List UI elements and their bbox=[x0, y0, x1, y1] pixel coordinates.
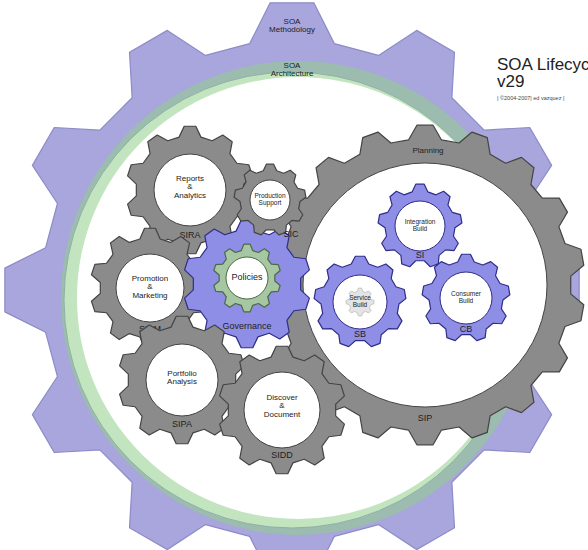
gear-body bbox=[378, 184, 462, 267]
gear-label: Service Build bbox=[344, 295, 376, 309]
gear-body bbox=[314, 256, 406, 346]
copyright-note: | ©2004-2007| ed vazquez | bbox=[497, 95, 587, 101]
gear-node: Production SupportSIC bbox=[234, 164, 306, 236]
gear-hole bbox=[116, 254, 184, 322]
gear-hole bbox=[333, 275, 387, 329]
gear-label: Planning bbox=[398, 147, 458, 155]
gear-body bbox=[5, 3, 579, 550]
gear-label: Promotion & Marketing bbox=[131, 275, 169, 300]
gear-label: Portfolio Analysis bbox=[162, 370, 202, 387]
gear-code: SIDD bbox=[262, 451, 302, 460]
gear-label: Production Support bbox=[253, 193, 287, 207]
gear-label: Integration Build bbox=[400, 219, 440, 233]
gear-hole bbox=[303, 163, 547, 407]
gear-hole bbox=[250, 180, 290, 220]
gear-node: Policies bbox=[213, 244, 281, 312]
gear-hole bbox=[440, 272, 492, 324]
gear-body bbox=[214, 244, 280, 312]
gear-code: SI bbox=[408, 251, 432, 260]
gear-node: Service BuildSB bbox=[314, 256, 406, 348]
gear-code: CB bbox=[454, 325, 478, 334]
gear-label: Discover & Document bbox=[263, 394, 301, 419]
gear-node: Consumer BuildCB bbox=[422, 254, 510, 342]
gear-code: SIC bbox=[279, 230, 303, 239]
diagram-title: SOA Lifecycle v29 bbox=[497, 56, 588, 90]
gear-code: SIP bbox=[405, 414, 445, 423]
gear-hole bbox=[244, 372, 320, 448]
gear-label: Consumer Build bbox=[446, 291, 486, 305]
gear-hole bbox=[154, 154, 226, 226]
gear-body bbox=[266, 125, 584, 445]
gear-code: SB bbox=[348, 330, 372, 339]
gear-body bbox=[422, 254, 510, 340]
gear-node: Integration BuildSI bbox=[378, 184, 462, 268]
gear-label: SOA Methodology bbox=[264, 18, 320, 35]
gear-label: Reports & Analytics bbox=[173, 175, 207, 200]
gear-label: SOA Architecture bbox=[264, 62, 320, 79]
gear-code: SIPA bbox=[162, 420, 202, 429]
gear-hole bbox=[226, 257, 268, 299]
gear-hole bbox=[146, 344, 218, 416]
gear-hole bbox=[395, 201, 445, 251]
gear-label: Policies bbox=[227, 273, 267, 282]
gear-node: Discover & DocumentSIDD bbox=[218, 346, 346, 474]
ring-band bbox=[69, 69, 527, 527]
gear-node: SOA MethodologySOA ArchitectureReports &… bbox=[4, 2, 580, 550]
